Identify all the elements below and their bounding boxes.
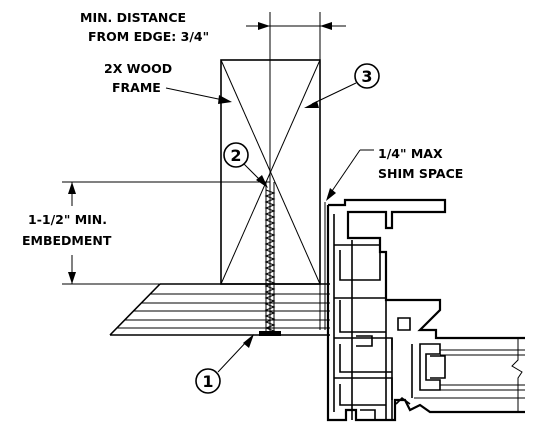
wood-frame-label-line2: FRAME <box>112 80 161 95</box>
callout-3 <box>304 63 380 108</box>
shim-label-line2: SHIM SPACE <box>378 166 463 181</box>
shim-label-line1: 1/4" MAX <box>378 146 443 161</box>
wood-frame-label-line1: 2X WOOD <box>104 61 172 76</box>
callout-2 <box>223 142 268 188</box>
callout-3-number: 3 <box>361 67 372 86</box>
embedment-label-line2: EMBEDMENT <box>22 233 112 248</box>
callout-2-number: 2 <box>230 146 241 165</box>
wall-substrate <box>109 283 330 336</box>
embedment-dimension <box>62 181 270 285</box>
wood-frame-leader <box>165 87 232 104</box>
callout-1-number: 1 <box>202 372 213 391</box>
shim-leader <box>326 149 374 201</box>
embedment-label-line1: 1-1/2" MIN. <box>28 212 107 227</box>
screw-fastener <box>264 175 276 336</box>
window-frame-profile <box>319 198 525 422</box>
callout-1 <box>195 334 254 394</box>
min-distance-label-line1: MIN. DISTANCE <box>80 10 186 25</box>
min-distance-dimension <box>246 12 346 178</box>
min-distance-label-line2: FROM EDGE: 3/4" <box>88 29 209 44</box>
